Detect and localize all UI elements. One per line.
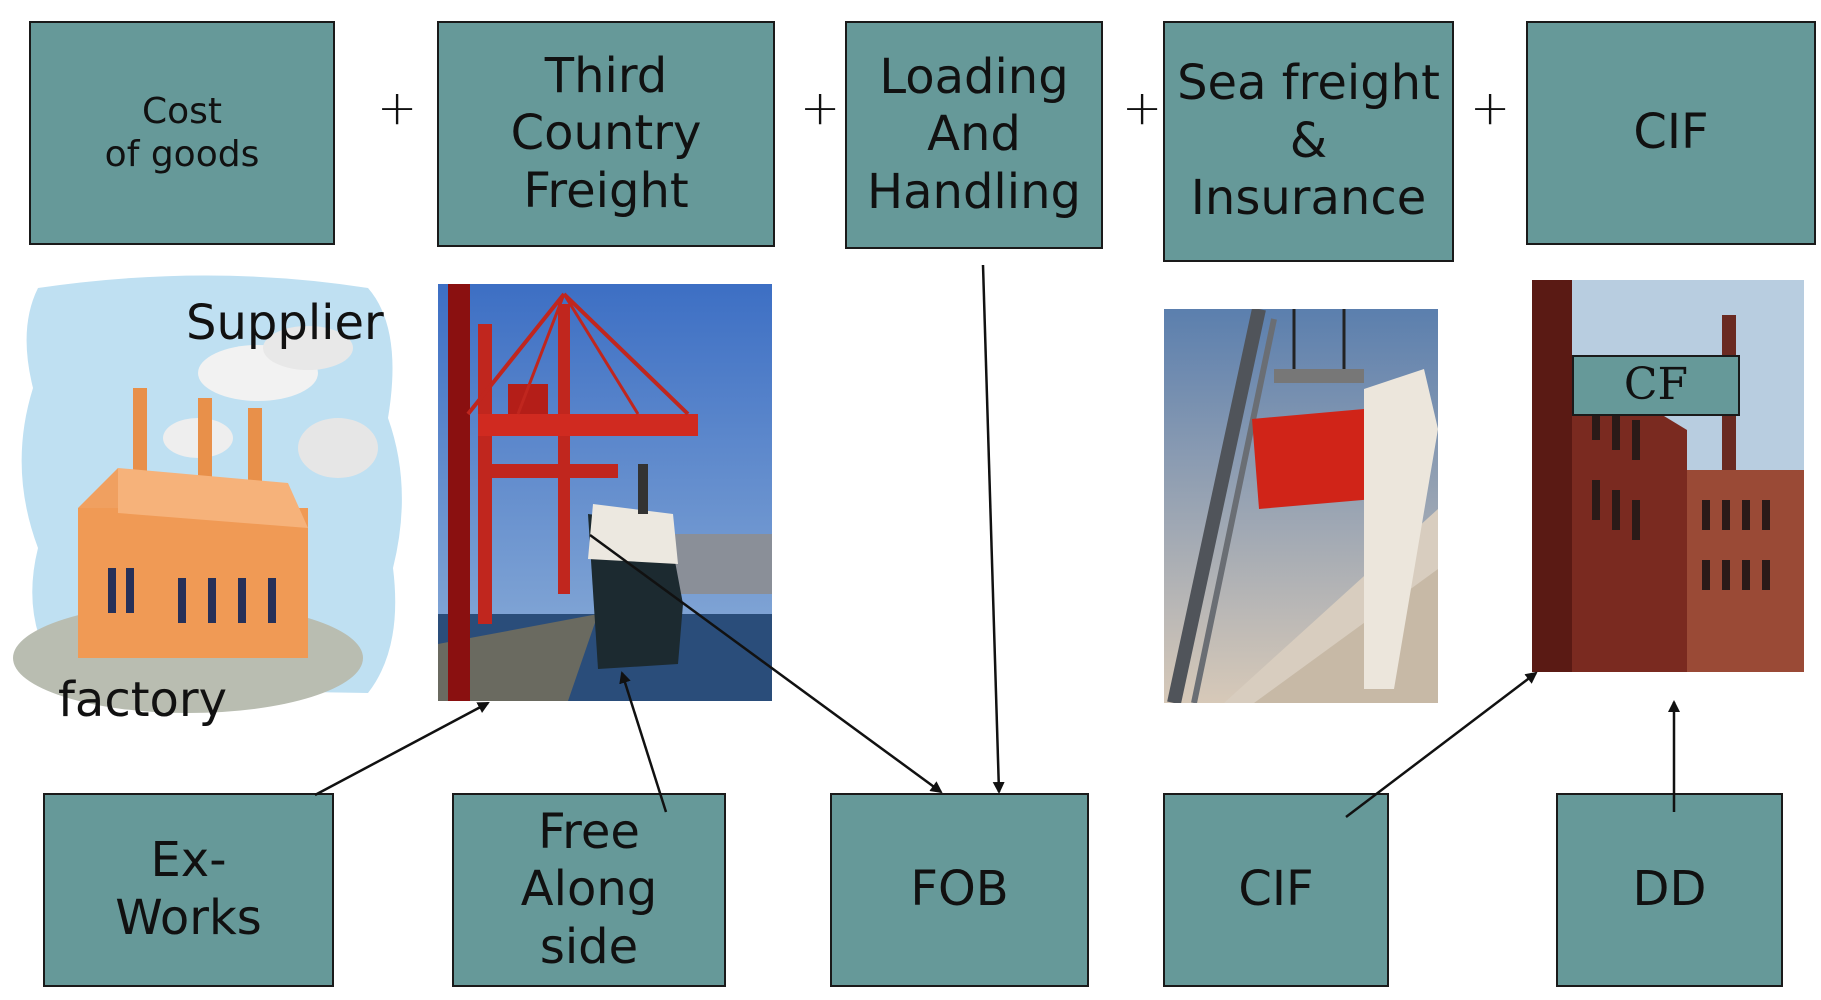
plus-sign-4: +: [1470, 80, 1511, 136]
plus-sign-1: +: [377, 80, 418, 136]
ex-works-arrow: [314, 701, 490, 797]
dd-box: DD: [1556, 793, 1783, 987]
cf-tag: CF: [1572, 355, 1740, 416]
third-country-freight-box: Third Country Freight: [437, 21, 775, 247]
cif-top-box: CIF: [1526, 21, 1816, 245]
ex-works-box: Ex- Works: [43, 793, 334, 987]
cif-to-warehouse-arrow: [1345, 671, 1538, 818]
fob-box: FOB: [830, 793, 1089, 987]
free-alongside-arrow: [619, 671, 668, 813]
sea-freight-insurance-box: Sea freight & Insurance: [1163, 21, 1454, 262]
ship-to-fob-arrow: [589, 533, 943, 794]
factory-label: factory: [58, 672, 228, 728]
loading-to-fob-arrow: [981, 264, 1005, 794]
free-alongside-box: Free Along side: [452, 793, 726, 987]
port-crane-photo: [438, 284, 772, 701]
factory-illustration: [8, 268, 413, 733]
warehouse-photo: [1532, 280, 1804, 672]
cost-of-goods-box: Cost of goods: [29, 21, 335, 245]
cif-bottom-box: CIF: [1163, 793, 1389, 987]
plus-sign-3: +: [1122, 80, 1163, 136]
loading-and-handling-box: Loading And Handling: [845, 21, 1103, 249]
plus-sign-2: +: [800, 80, 841, 136]
supplier-label: Supplier: [186, 295, 384, 351]
container-lift-photo: [1164, 309, 1438, 703]
